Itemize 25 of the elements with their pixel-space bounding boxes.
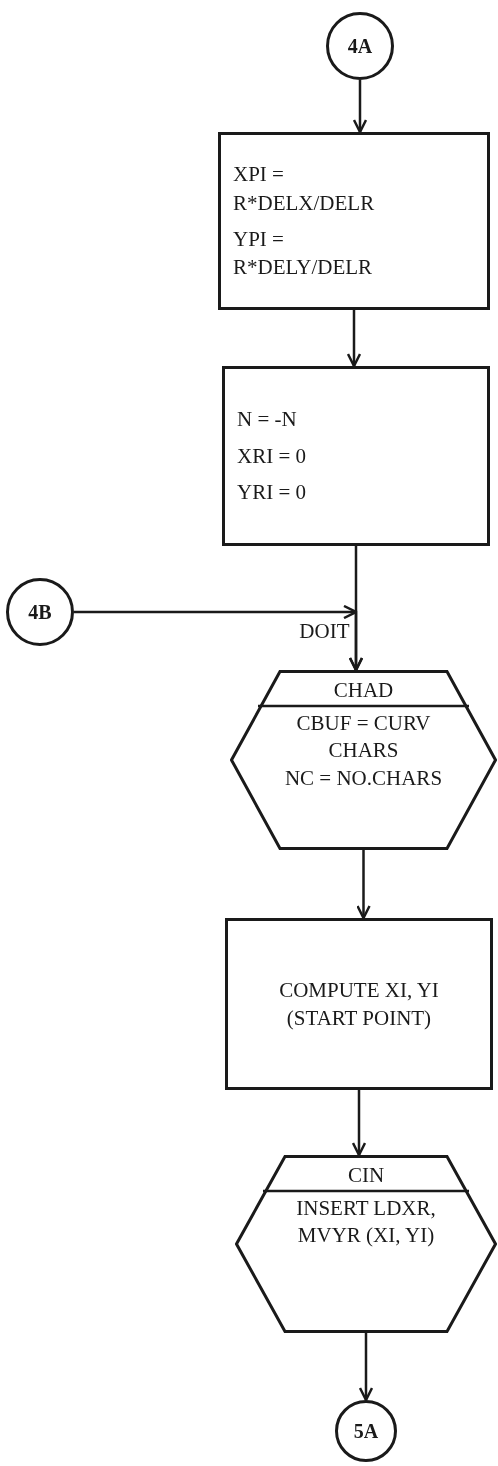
hexagon-header: CHAD xyxy=(333,677,394,704)
hexagon-text: CBUF = CURV CHARS xyxy=(295,710,432,765)
arrow xyxy=(356,850,371,920)
arrow xyxy=(346,310,362,368)
process-box xyxy=(225,918,493,1090)
process-box xyxy=(218,132,490,310)
hexagon-text: NC = NO.CHARS xyxy=(283,764,444,792)
process-box xyxy=(222,366,490,546)
box-text: XRI = 0 xyxy=(237,442,306,470)
box-text: COMPUTE XI, YI (START POINT) xyxy=(278,976,440,1032)
connector-label: 4B xyxy=(28,600,52,625)
hexagon-text: INSERT LDXR, MVYR (XI, YI) xyxy=(295,1195,437,1250)
box-text: XPI = R*DELX/DELR xyxy=(233,161,376,217)
hexagon-box xyxy=(235,1155,497,1333)
arrow xyxy=(351,1090,367,1157)
entry-label: DOIT xyxy=(299,618,350,645)
connector-label: 4A xyxy=(347,34,373,59)
box-text: YPI = R*DELY/DELR xyxy=(233,226,374,282)
box-text: YRI = 0 xyxy=(237,479,306,507)
arrow xyxy=(74,605,363,670)
box-text: N = -N xyxy=(237,406,297,434)
arrow xyxy=(352,80,368,134)
arrow xyxy=(358,1333,374,1402)
connector-label: 5A xyxy=(353,1419,379,1444)
hexagon-header: CIN xyxy=(347,1162,385,1189)
